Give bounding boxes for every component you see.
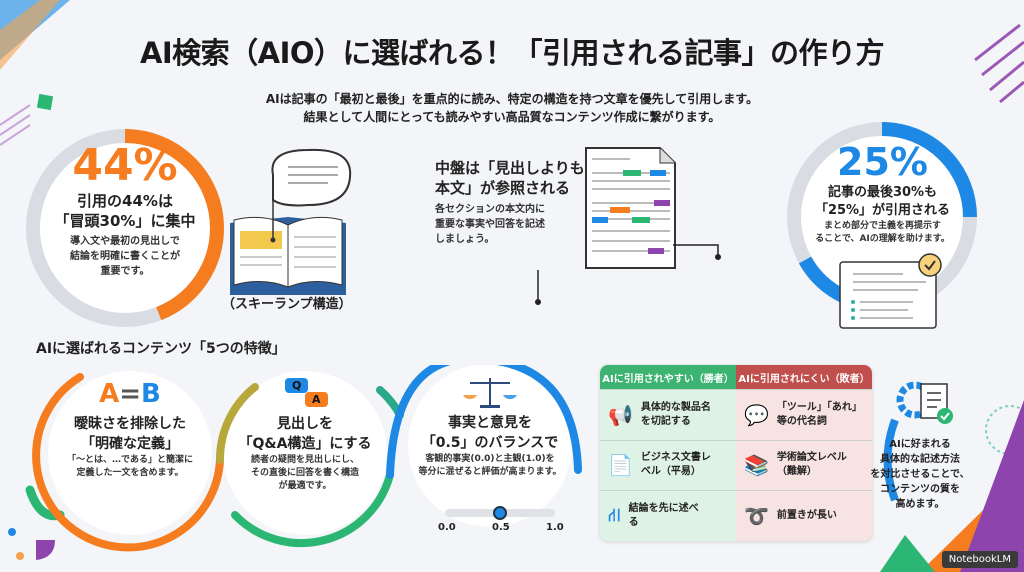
- balance-slider[interactable]: [445, 506, 555, 520]
- slider-max-label: 1.0: [546, 522, 564, 533]
- left-stat-heading-2: 「冒頭30%」に集中: [54, 212, 196, 230]
- side-note-line-1: AIに好まれる: [889, 439, 951, 450]
- left-stat-body-3: 重要です。: [100, 266, 150, 277]
- book-stack-icon: 📚: [744, 453, 769, 478]
- right-stat-body-1: まとめ部分で主義を再提示す: [823, 221, 941, 231]
- feature-qa: Q A 見出しを 「Q&A構造」にする 読者の疑問を見出しにし、 その直後に回答…: [225, 378, 385, 493]
- balance-slider-knob[interactable]: [493, 506, 507, 520]
- left-stat-arc: [26, 129, 224, 327]
- slider-value-label: 0.5: [492, 522, 510, 533]
- qa-bubbles-icon: Q A: [225, 378, 385, 410]
- left-stat-heading-1: 引用の44%は: [77, 192, 173, 210]
- feature-1-heading-1: 曖昧さを排除した: [74, 416, 186, 432]
- feature-3-body-1: 客観的事実(0.0)と主観(1.0)を: [425, 454, 555, 464]
- win-row-3: ⛙ 結論を先に述べる: [600, 490, 736, 541]
- lose-item-2: 学術論文レベル（難解）: [776, 452, 847, 478]
- feature-2-body-1: 読者の疑問を見出しにし、: [250, 455, 359, 465]
- feature-2-body-2: その直後に回答を書く構造: [250, 468, 359, 478]
- lose-row-3: ➰ 前置きが長い: [736, 490, 872, 541]
- feature-2-heading-1: 見出しを: [277, 416, 333, 432]
- tangled-line-icon: ➰: [744, 504, 769, 529]
- side-note-line-4: コンテンツの質を: [880, 484, 960, 495]
- document-icon: [535, 147, 721, 305]
- middle-heading-2: 本文」が参照される: [435, 179, 571, 197]
- middle-heading-1: 中盤は「見出しよりも: [435, 159, 585, 177]
- feature-balance: 事実と意見を 「0.5」のバランスで 客観的事実(0.0)と主観(1.0)を 等…: [410, 375, 570, 479]
- flowchart-icon: ⛙: [608, 505, 621, 527]
- win-item-1: 具体的な製品名を切記する: [640, 401, 711, 427]
- middle-section: 中盤は「見出しよりも 本文」が参照される 各セクションの本文内に 重要な事実や回…: [435, 158, 585, 247]
- right-stat-heading-2: 「25%」が引用される: [814, 203, 951, 218]
- subtitle-line-2: 結果として人間にとっても読みやすい高品質なコンテンツ作成に繋がります。: [303, 110, 721, 124]
- feature-1-body-1: 「〜とは、…である」と簡潔に: [67, 455, 193, 465]
- side-note: AIに好まれる 具体的な記述方法 を対比させることで、 コンテンツの質を 高めま…: [860, 437, 980, 512]
- win-row-2: 📄 ビジネス文書レベル（平易）: [600, 439, 736, 491]
- feature-1-heading-2: 「明確な定義」: [81, 436, 179, 452]
- page-title: AI検索（AIO）に選ばれる！「引用される記事」の作り方: [139, 36, 885, 70]
- document-icon: 📄: [608, 453, 633, 478]
- lose-item-3: 前置きが長い: [776, 510, 837, 522]
- right-stat-arc: [787, 122, 977, 312]
- win-item-2: ビジネス文書レベル（平易）: [640, 452, 711, 478]
- lose-header: AIに引用されにくい（敗者）: [736, 365, 872, 389]
- right-stat-body-2: ることで、AIの理解を助けます。: [815, 234, 950, 244]
- win-row-1: 📢 具体的な製品名を切記する: [600, 389, 736, 440]
- left-stat-body-2: 結論を明確に書くことが: [70, 251, 180, 262]
- lose-row-2: 📚 学術論文レベル（難解）: [736, 439, 872, 491]
- middle-body-3: しましょう。: [435, 234, 495, 245]
- book-icon-label: （スキーランプ構造）: [222, 297, 352, 312]
- subtitle-line-1: AIは記事の「最初と最後」を重点的に読み、特定の構造を持つ文章を優先して引用しま…: [265, 92, 759, 106]
- win-header: AIに引用されやすい（勝者）: [600, 365, 736, 389]
- speech-bubbles-icon: 💬: [744, 402, 769, 427]
- left-stat: 44% 引用の44%は 「冒頭30%」に集中 導入文や最初の見出しで 結論を明確…: [40, 140, 210, 279]
- side-note-line-2: 具体的な記述方法: [880, 454, 960, 465]
- win-item-3: 結論を先に述べる: [628, 503, 699, 529]
- lose-row-1: 💬 「ツール」「あれ」等の代名詞: [736, 389, 872, 440]
- a-equals-b-icon: A=B: [99, 379, 161, 409]
- slider-min-label: 0.0: [438, 522, 456, 533]
- right-stat: 25% 記事の最後30%も 「25%」が引用される まとめ部分で主義を再提示す …: [790, 140, 975, 246]
- feature-3-body-2: 等分に混ぜると評価が高まります。: [418, 467, 562, 477]
- comparison-table: AIに引用されやすい（勝者） AIに引用されにくい（敗者） 📢 具体的な製品名を切…: [600, 365, 872, 541]
- middle-body-2: 重要な事実や回答を記述: [435, 219, 545, 230]
- side-note-line-3: を対比させることで、: [870, 469, 970, 480]
- open-book-icon: [230, 148, 352, 295]
- right-stat-heading-1: 記事の最後30%も: [827, 185, 938, 200]
- checked-summary-card-icon: [839, 253, 942, 329]
- feature-rings: [32, 365, 582, 552]
- side-note-line-5: 高めます。: [895, 499, 945, 510]
- middle-body-1: 各セクションの本文内に: [435, 204, 545, 215]
- left-stat-ring: [26, 129, 224, 327]
- megaphone-icon: 📢: [608, 402, 633, 427]
- lose-item-1: 「ツール」「あれ」等の代名詞: [776, 401, 857, 427]
- feature-1-body-2: 定義した一文を含めます。: [76, 468, 184, 478]
- balance-scale-icon: [463, 378, 517, 408]
- feature-2-body-3: が最適です。: [278, 481, 332, 491]
- gear-checklist-icon: [896, 381, 953, 424]
- feature-definition: A=B 曖昧さを排除した 「明確な定義」 「〜とは、…である」と簡潔に 定義した…: [50, 378, 210, 480]
- left-stat-value: 44%: [72, 140, 178, 191]
- right-stat-value: 25%: [837, 140, 928, 184]
- section-title: AIに選ばれるコンテンツ「5つの特徴」: [36, 341, 286, 357]
- feature-3-heading-1: 事実と意見を: [448, 415, 532, 431]
- notebooklm-badge: NotebookLM: [941, 551, 1018, 568]
- feature-2-heading-2: 「Q&A構造」にする: [238, 436, 372, 452]
- left-stat-body-1: 導入文や最初の見出しで: [70, 236, 180, 247]
- feature-3-heading-2: 「0.5」のバランスで: [421, 435, 559, 451]
